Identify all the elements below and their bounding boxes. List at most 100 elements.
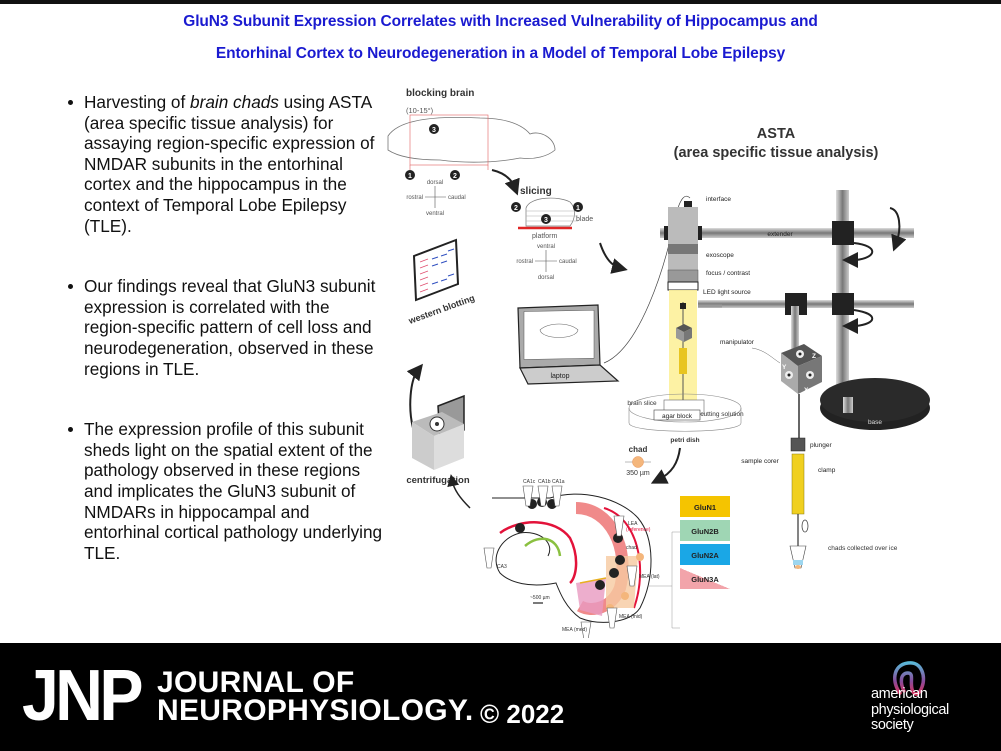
slicing-panel: slicing 2 1 3 blade platform ventral dor… <box>511 186 593 281</box>
asta-title: ASTA <box>757 126 796 142</box>
exoscope-label: exoscope <box>706 252 734 259</box>
chad-diagram: chad 350 µm <box>625 445 651 477</box>
bullet-item: The expression profile of this subunit s… <box>64 419 384 563</box>
blocking-brain-label: blocking brain <box>406 88 474 99</box>
title-line-2: Entorhinal Cortex to Neurodegeneration i… <box>215 45 786 62</box>
cutting-solution-label: cutting solution <box>700 411 744 418</box>
aps-line-1: american <box>871 686 928 702</box>
led-light-source-label: LED light source <box>703 289 751 296</box>
axis-y: Y <box>782 364 787 371</box>
dir-caudal: caudal <box>559 259 577 265</box>
block-region <box>409 114 489 166</box>
legend-swatch-glun2b <box>680 520 730 541</box>
journal-name-line-2: NEUROPHYSIOLOGY. <box>157 694 474 727</box>
chads-collected-label: chads collected over ice <box>828 545 898 552</box>
flow-arrow <box>650 447 681 484</box>
extender-label: extender <box>767 231 793 238</box>
clamp-label: clamp <box>818 467 836 474</box>
dir-caudal: caudal <box>448 195 466 201</box>
centrifuge-illustration: centrifugation <box>406 394 470 486</box>
platform-label: platform <box>532 233 557 240</box>
legend-label-glun3a: GluN3A <box>691 575 719 584</box>
flow-arrow <box>406 363 423 429</box>
top-rule <box>0 0 1001 4</box>
dir-ventral: ventral <box>537 244 555 250</box>
bullet-item: Harvesting of brain chads using ASTA (ar… <box>64 92 384 236</box>
legend-label-glun2a: GluN2A <box>691 551 719 560</box>
slicing-label: slicing <box>520 186 552 197</box>
plunger-label: plunger <box>810 442 833 449</box>
blocking-brain-panel: blocking brain (10-15°) 3 1 2 dorsal ven… <box>387 88 556 217</box>
legend-swatch-glun1 <box>680 496 730 517</box>
journal-name-line-1: JOURNAL OF <box>157 666 355 699</box>
copyright: © 2022 <box>480 699 565 729</box>
chad-size-label: 350 µm <box>626 470 650 477</box>
base-label: base <box>868 419 882 426</box>
hippo-chad-label: chad <box>626 545 637 551</box>
tube-ca3-label: CA3 <box>497 564 507 570</box>
aps-line-2: physiological <box>871 701 949 718</box>
mea-mid-label: MEA (mid) <box>619 614 643 620</box>
marker-2 <box>450 170 460 180</box>
dir-ventral: ventral <box>426 211 444 217</box>
mea-lat-label: MEA (lat) <box>639 574 660 580</box>
tube-ca1b-label: CA1b <box>538 479 551 485</box>
legend-swatch-glun2a <box>680 544 730 565</box>
reference-label: (reference) <box>626 527 651 533</box>
axis-z: Z <box>812 353 816 360</box>
tube-ca1c-label: CA1c <box>523 479 536 485</box>
graphical-abstract-figure: blocking brain (10-15°) 3 1 2 dorsal ven… <box>380 78 1001 641</box>
aps-wordmark: american physiological society <box>871 686 949 734</box>
marker-3 <box>429 124 439 134</box>
chad-label: chad <box>629 445 648 454</box>
slice-marker-1: 1 <box>576 205 580 212</box>
manipulator-cube: Z Y X manipulator <box>720 339 822 394</box>
bullet-list: Harvesting of brain chads using ASTA (ar… <box>64 92 384 603</box>
sample-corer-label: sample corer <box>741 458 779 465</box>
bullet-item: Our findings reveal that GluN3 subunit e… <box>64 276 384 379</box>
axis-x: X <box>804 387 809 394</box>
exoscope-assembly: interface exoscope focus / contrast LED … <box>664 196 751 408</box>
dir-rostral: rostral <box>406 195 423 201</box>
laptop-illustration: laptop <box>517 304 620 385</box>
title-line-1: GluN3 Subunit Expression Correlates with… <box>183 13 818 30</box>
legend-swatch-glun3a <box>680 568 730 589</box>
sample-corer-assembly: plunger sample corer clamp chads collect… <box>741 394 898 569</box>
marker-2-label: 2 <box>453 173 457 180</box>
scale-bar-label: ~500 µm <box>530 595 550 601</box>
legend-label-glun1: GluN1 <box>694 503 716 512</box>
marker-3-label: 3 <box>432 127 436 134</box>
flow-arrow <box>599 242 628 274</box>
orientation-cross-2: ventral dorsal rostral caudal <box>516 244 576 281</box>
bullet-emphasis: brain chads <box>190 92 279 112</box>
mea-med-label: MEA (med) <box>562 627 587 633</box>
jnp-logo: JNP <box>22 656 143 736</box>
petri-dish-label: petri dish <box>670 437 699 444</box>
laptop-label: laptop <box>550 373 569 380</box>
orientation-cross-1: dorsal ventral rostral caudal <box>406 180 465 217</box>
journal-footer: JNP JOURNAL OF NEUROPHYSIOLOGY. © 2022 a… <box>0 643 1001 751</box>
hippocampus-section: CA1c CA1b CA1a CA3 LEA (reference) chad … <box>483 479 660 641</box>
focus-contrast-label: focus / contrast <box>706 270 750 277</box>
page-title: GluN3 Subunit Expression Correlates with… <box>0 6 1001 70</box>
bullet-text: using ASTA (area specific tissue analysi… <box>84 92 375 236</box>
western-blot-illustration: western blotting <box>406 238 476 326</box>
dir-dorsal: dorsal <box>427 180 443 186</box>
centrifugation-label: centrifugation <box>406 475 470 486</box>
plunger <box>790 437 806 452</box>
petri-dish: agar block brain slice cutting solution … <box>627 393 744 444</box>
manipulator-label: manipulator <box>720 339 755 346</box>
angle-label: (10-15°) <box>406 106 434 115</box>
marker-1-label: 1 <box>408 173 412 180</box>
aps-line-3: society <box>871 717 914 733</box>
collection-tubes <box>483 485 638 641</box>
dir-rostral: rostral <box>516 259 533 265</box>
tube-ca1a-label: CA1a <box>552 479 565 485</box>
slice-marker-3: 3 <box>544 217 548 224</box>
asta-stand: base extender <box>660 190 930 430</box>
legend-label-glun2b: GluN2B <box>691 527 719 536</box>
blade-label: blade <box>576 216 593 223</box>
journal-name: JOURNAL OF NEUROPHYSIOLOGY. <box>157 666 474 727</box>
marker-1 <box>405 170 415 180</box>
dir-dorsal: dorsal <box>538 275 554 281</box>
